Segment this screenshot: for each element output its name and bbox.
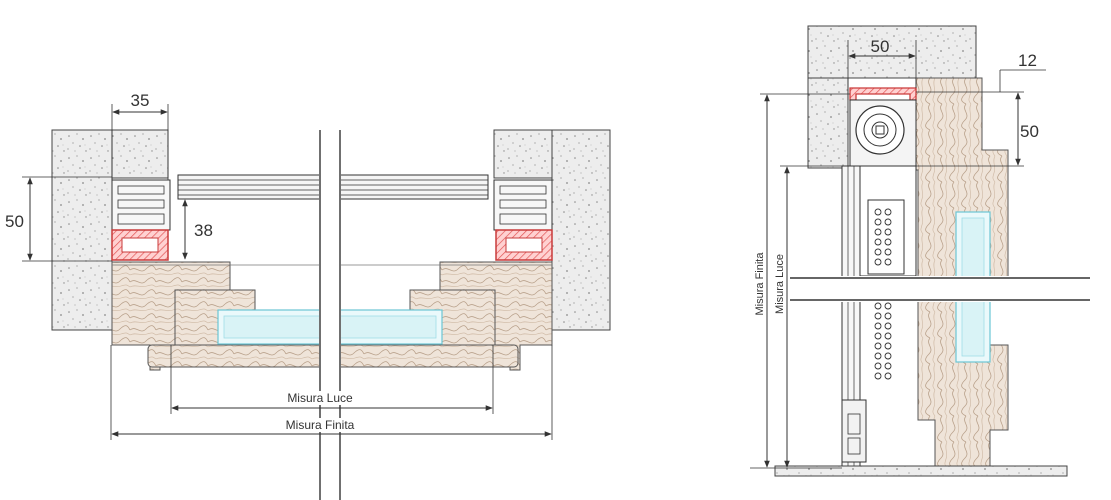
- bottom-bar: [841, 399, 867, 463]
- right-wall-concrete-top: [493, 129, 553, 179]
- sec-dim-12-label: 12: [1018, 51, 1037, 70]
- sec-misura-finita-label: Misura Finita: [754, 252, 766, 316]
- break-gap: [319, 128, 341, 500]
- dim-50-label: 50: [5, 212, 24, 231]
- misura-finita-label: Misura Finita: [286, 418, 355, 432]
- section-view: 50 12 50 Misura Finita Misura Luce: [750, 25, 1090, 477]
- right-red-profile: [495, 229, 553, 261]
- dim-38-label: 38: [194, 221, 213, 240]
- dim-35-label: 35: [131, 91, 150, 110]
- roller-drum: [855, 105, 905, 155]
- lintel-concrete: [807, 25, 977, 79]
- sec-dim-50-top-label: 50: [871, 37, 890, 56]
- right-guide: [493, 179, 553, 231]
- misura-luce-label: Misura Luce: [287, 391, 353, 405]
- right-wall-concrete: [551, 129, 611, 331]
- right-red-profile-inner: [505, 237, 543, 253]
- box-red-cap: [849, 87, 917, 101]
- roller-chain: [874, 208, 892, 380]
- sec-dim-50-right-label: 50: [1020, 122, 1039, 141]
- left-guide: [111, 179, 171, 231]
- left-wall-concrete: [51, 129, 113, 331]
- lintel-concrete-left: [807, 77, 849, 169]
- floor-slab: [774, 465, 1068, 477]
- sec-misura-luce-label: Misura Luce: [774, 254, 786, 314]
- left-red-profile-inner: [121, 237, 159, 253]
- plan-view: 35 50 38 Misura Luce Misura Finita: [5, 91, 611, 500]
- left-wall-concrete-top: [111, 129, 169, 179]
